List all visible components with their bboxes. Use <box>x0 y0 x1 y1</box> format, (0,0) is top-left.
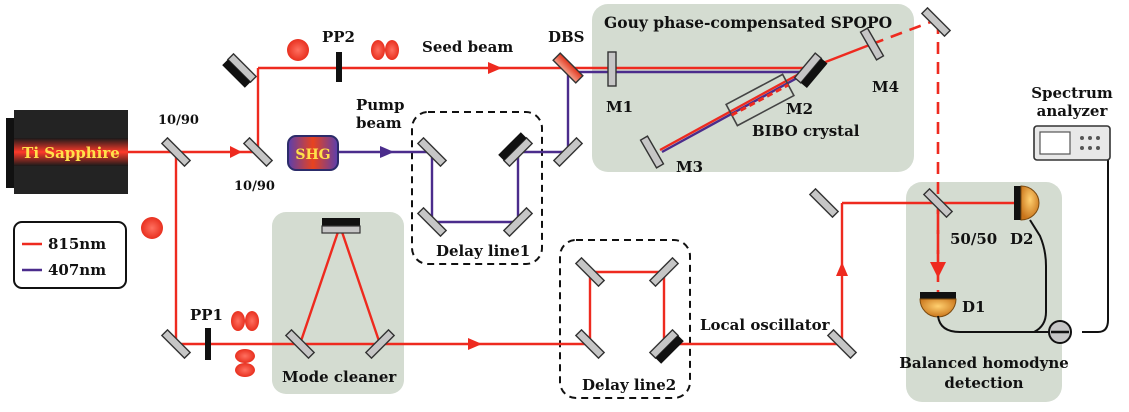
delay1-mirror-br <box>502 206 534 238</box>
pump-beam-label-1: Pump <box>356 96 405 114</box>
delay-line2-box <box>559 239 691 399</box>
gaussian-spot-seed <box>287 39 309 61</box>
m4-label: M4 <box>872 78 899 96</box>
mirror-output-fold <box>920 6 952 38</box>
delay2-label: Delay line2 <box>582 376 676 394</box>
local-osc-label: Local oscillator <box>700 316 831 334</box>
hg-mode-lo-h <box>231 311 259 331</box>
delay2-mirror-bl <box>574 328 606 360</box>
pp2-plate <box>336 52 342 82</box>
pump-beam-label-2: beam <box>356 114 402 132</box>
spectrum-label-1: Spectrum <box>1031 84 1113 102</box>
legend-red: 815nm <box>48 235 106 253</box>
m2-label: M2 <box>786 100 813 118</box>
d2-label: D2 <box>1010 230 1033 248</box>
bhd-label-1: Balanced homodyne <box>899 354 1069 372</box>
mode-cleaner-label: Mode cleaner <box>282 368 397 386</box>
pp1-label: PP1 <box>190 306 223 324</box>
bhd-panel <box>906 182 1062 402</box>
m1-mirror <box>607 51 617 87</box>
phase-plates <box>205 52 342 360</box>
bs-1090-b-mirror <box>242 136 274 168</box>
seed-beam-label: Seed beam <box>422 38 513 56</box>
mirror-bottom-left <box>160 328 192 360</box>
legend: 815nm 407nm <box>13 221 127 289</box>
delay1-mirror-tl <box>416 136 448 168</box>
delay-line1-box <box>411 111 543 265</box>
mode-spots <box>141 39 399 377</box>
mirror-lo-turn <box>826 328 858 360</box>
spectrum-label-2: analyzer <box>1037 102 1109 120</box>
delay1-mirror-bl <box>416 206 448 238</box>
d1-label: D1 <box>962 298 985 316</box>
pp1-plate <box>205 328 211 360</box>
detector-d2 <box>1014 185 1040 221</box>
red-dashed-beams <box>871 18 940 300</box>
spectrum-analyzer-icon <box>1033 125 1111 161</box>
delay2-mirror-tl <box>574 256 606 288</box>
mode-cleaner-top-mirror <box>321 218 361 234</box>
mirrors <box>160 6 954 360</box>
mirror-pump-turn <box>552 136 584 168</box>
ti-sapphire-laser: Ti Sapphire <box>6 110 128 194</box>
hg-mode-lo-v <box>235 349 255 377</box>
bs-1090-b-label: 10/90 <box>234 179 275 194</box>
legend-blue: 407nm <box>48 261 106 279</box>
shg-crystal: SHG <box>287 135 339 171</box>
shg-label: SHG <box>295 147 330 163</box>
bs-5050-label: 50/50 <box>950 230 997 248</box>
mode-cleaner-mirror-right <box>364 328 396 360</box>
mode-cleaner-panel <box>272 212 404 394</box>
detector-wiring <box>937 160 1109 333</box>
pp2-label: PP2 <box>322 28 355 46</box>
bhd-label-2: detection <box>944 374 1023 392</box>
bs-1090-a-label: 10/90 <box>158 113 199 128</box>
m1-label: M1 <box>606 98 633 116</box>
bs-5050-mirror <box>922 187 954 219</box>
subtractor-icon <box>1048 320 1072 344</box>
detector-d1 <box>919 292 957 318</box>
bs-1090-a-mirror <box>160 136 192 168</box>
spopo-panel <box>592 4 914 172</box>
mirror-lo-up <box>808 187 840 219</box>
bibo-crystal <box>725 73 795 127</box>
beam-arrows <box>230 62 946 350</box>
m4-mirror <box>859 27 885 61</box>
dbs-label: DBS <box>548 28 585 46</box>
gaussian-spot-lo <box>141 217 163 239</box>
mode-cleaner-mirror-left <box>284 328 316 360</box>
piezo-mirrors <box>222 52 828 364</box>
hg-mode-seed <box>371 40 399 60</box>
laser-label: Ti Sapphire <box>22 144 120 162</box>
m3-label: M3 <box>676 158 703 176</box>
bibo-label: BIBO crystal <box>752 122 860 140</box>
spopo-title: Gouy phase-compensated SPOPO <box>604 13 892 32</box>
dbs-mirror <box>552 52 584 84</box>
m3-mirror <box>639 135 665 169</box>
delay2-mirror-tr <box>648 256 680 288</box>
delay1-label: Delay line1 <box>436 242 530 260</box>
